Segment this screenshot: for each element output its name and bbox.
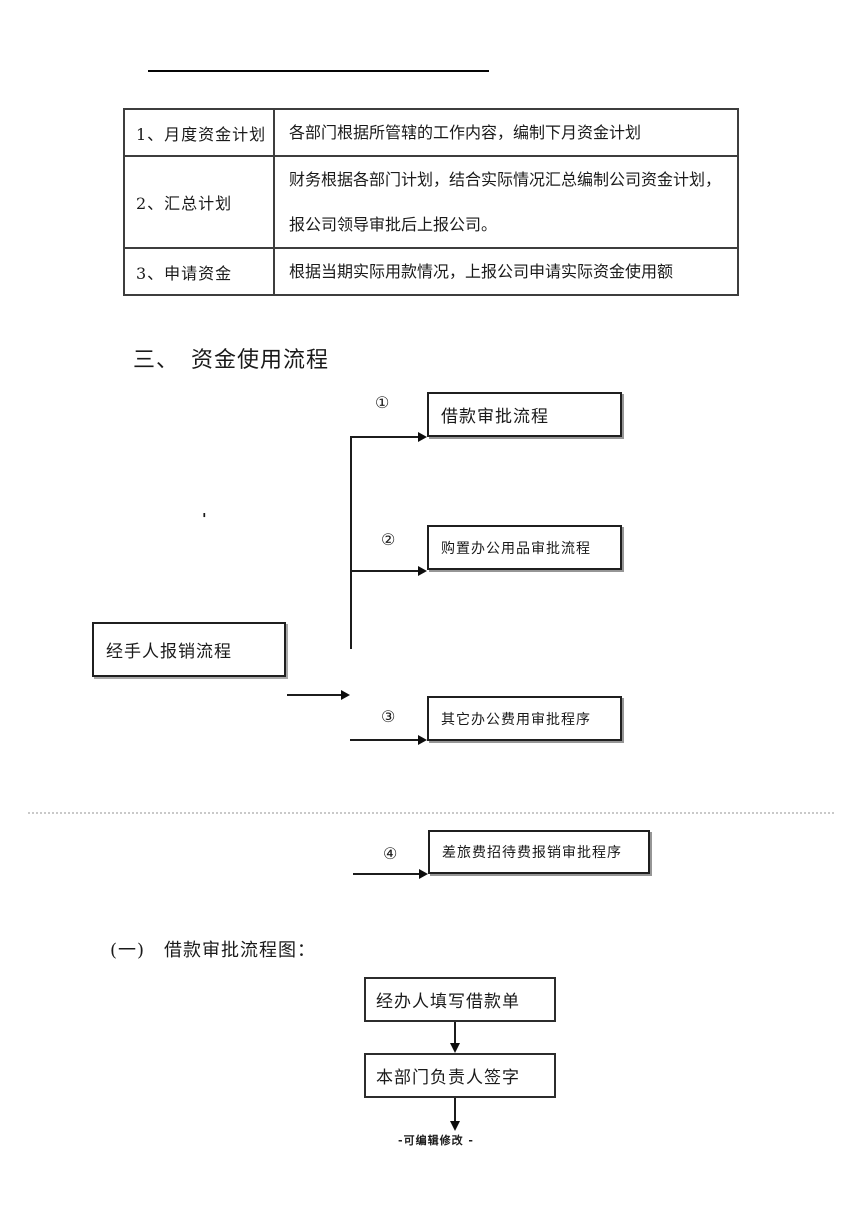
flow-box-handler-reimburse: 经手人报销流程 xyxy=(92,622,286,677)
arrow-right-icon xyxy=(419,869,428,879)
loan-step-dept-head-sign: 本部门负责人签字 xyxy=(364,1053,556,1098)
flow-arrow-4 xyxy=(353,869,428,879)
section-title-fund-usage: 三、 资金使用流程 xyxy=(133,348,330,373)
arrow-right-icon xyxy=(418,566,427,576)
flow-number-4: ④ xyxy=(383,844,398,863)
loan-flow-arrow-down-1 xyxy=(450,1022,460,1053)
arrow-down-icon xyxy=(450,1121,460,1131)
fund-plan-table: 1、月度资金计划 各部门根据所管辖的工作内容，编制下月资金计划 2、汇总计划 财… xyxy=(123,108,739,296)
flow-arrow-3 xyxy=(350,735,427,745)
loan-step-fill-form: 经办人填写借款单 xyxy=(364,977,556,1022)
arrow-right-icon xyxy=(418,735,427,745)
table-cell-desc: 财务根据各部门计划，结合实际情况汇总编制公司资金计划，报公司领导审批后上报公司。 xyxy=(273,155,739,249)
table-row: 2、汇总计划 财务根据各部门计划，结合实际情况汇总编制公司资金计划，报公司领导审… xyxy=(123,155,739,249)
section-title-loan-chart: (一) 借款审批流程图： xyxy=(110,940,317,961)
loan-flow-arrow-down-2 xyxy=(450,1098,460,1131)
table-cell-label: 3、申请资金 xyxy=(123,247,275,296)
footer-editable-note: -可编辑修改 - xyxy=(398,1134,474,1147)
flow-number-2: ② xyxy=(381,530,396,549)
flow-box-travel-entertainment: 差旅费招待费报销审批程序 xyxy=(428,830,650,874)
flow-number-3: ③ xyxy=(381,707,396,726)
table-row: 3、申请资金 根据当期实际用款情况，上报公司申请实际资金使用额 xyxy=(123,247,739,296)
arrow-down-icon xyxy=(450,1043,460,1053)
stray-apostrophe: ' xyxy=(202,510,207,528)
table-cell-desc: 根据当期实际用款情况，上报公司申请实际资金使用额 xyxy=(273,247,739,296)
flow-number-1: ① xyxy=(375,393,390,412)
flow-arrow-2 xyxy=(350,566,427,576)
table-cell-desc: 各部门根据所管辖的工作内容，编制下月资金计划 xyxy=(273,108,739,157)
page-break-dotted-rule xyxy=(28,812,834,814)
flow-box-office-supplies: 购置办公用品审批流程 xyxy=(427,525,622,570)
arrow-right-icon xyxy=(418,432,427,442)
flow-box-loan-approval: 借款审批流程 xyxy=(427,392,622,437)
flow-box-other-office-expense: 其它办公费用审批程序 xyxy=(427,696,622,741)
arrow-right-icon xyxy=(341,690,350,700)
flow-arrow-1 xyxy=(350,432,427,442)
top-underscore-rule xyxy=(148,70,489,72)
flow-vertical-connector xyxy=(350,437,352,649)
flow-arrow-source xyxy=(287,690,350,700)
table-cell-label: 2、汇总计划 xyxy=(123,155,275,249)
table-row: 1、月度资金计划 各部门根据所管辖的工作内容，编制下月资金计划 xyxy=(123,108,739,157)
table-cell-label: 1、月度资金计划 xyxy=(123,108,275,157)
